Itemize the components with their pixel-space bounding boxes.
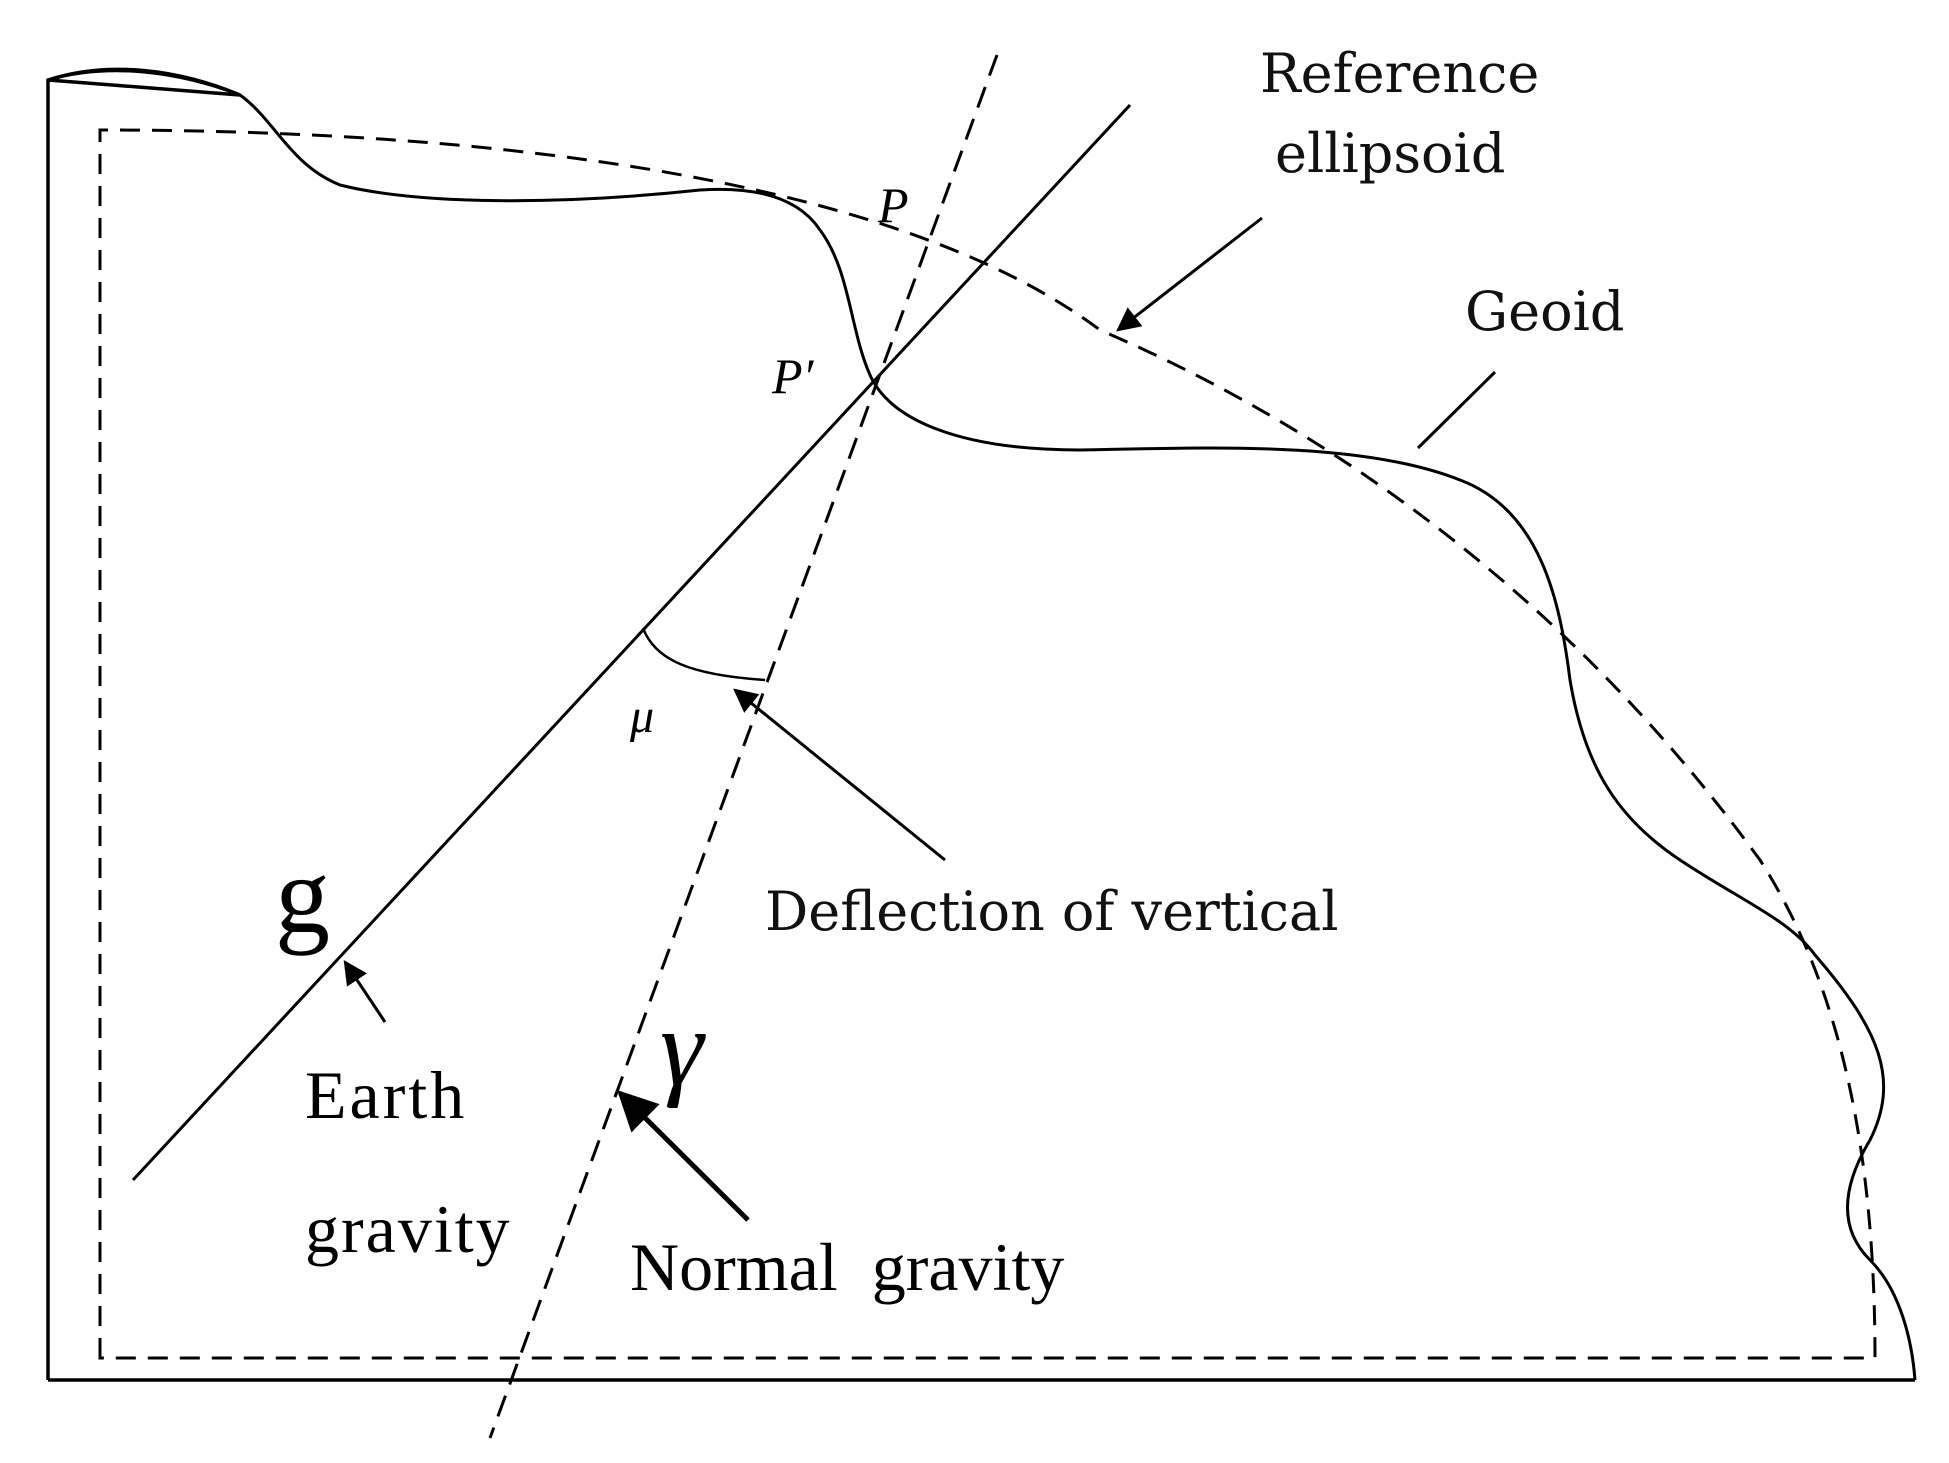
earth-gravity-line [131,103,1132,1182]
reference-ellipsoid-arrow [1116,216,1263,332]
deflection-arrow [733,688,946,862]
point-p-prime-label: P′ [771,348,815,404]
earth-gravity-label-line1: Earth [305,1057,467,1133]
deflection-angle-arc [641,627,766,682]
mu-label: μ [629,690,654,743]
reference-label-line1: Reference [1260,42,1539,105]
reference-label-line2: ellipsoid [1275,122,1505,185]
normal-gravity-line [488,54,999,1439]
reference-ellipsoid-curve [98,128,1877,1360]
geoid-curve [47,69,1917,1381]
point-p-label: P [877,177,909,233]
geoid-label: Geoid [1465,280,1624,343]
normal-gravity-label: Normal gravity [630,1229,1064,1305]
g-label: g [275,834,330,956]
normal-gravity-arrow [617,1090,750,1222]
geoid-leader-line [1416,370,1497,450]
earth-gravity-arrow [343,960,387,1023]
deflection-label: Deflection of vertical [765,880,1339,943]
earth-gravity-label-line2: gravity [305,1191,512,1267]
gamma-label: γ [660,987,706,1109]
